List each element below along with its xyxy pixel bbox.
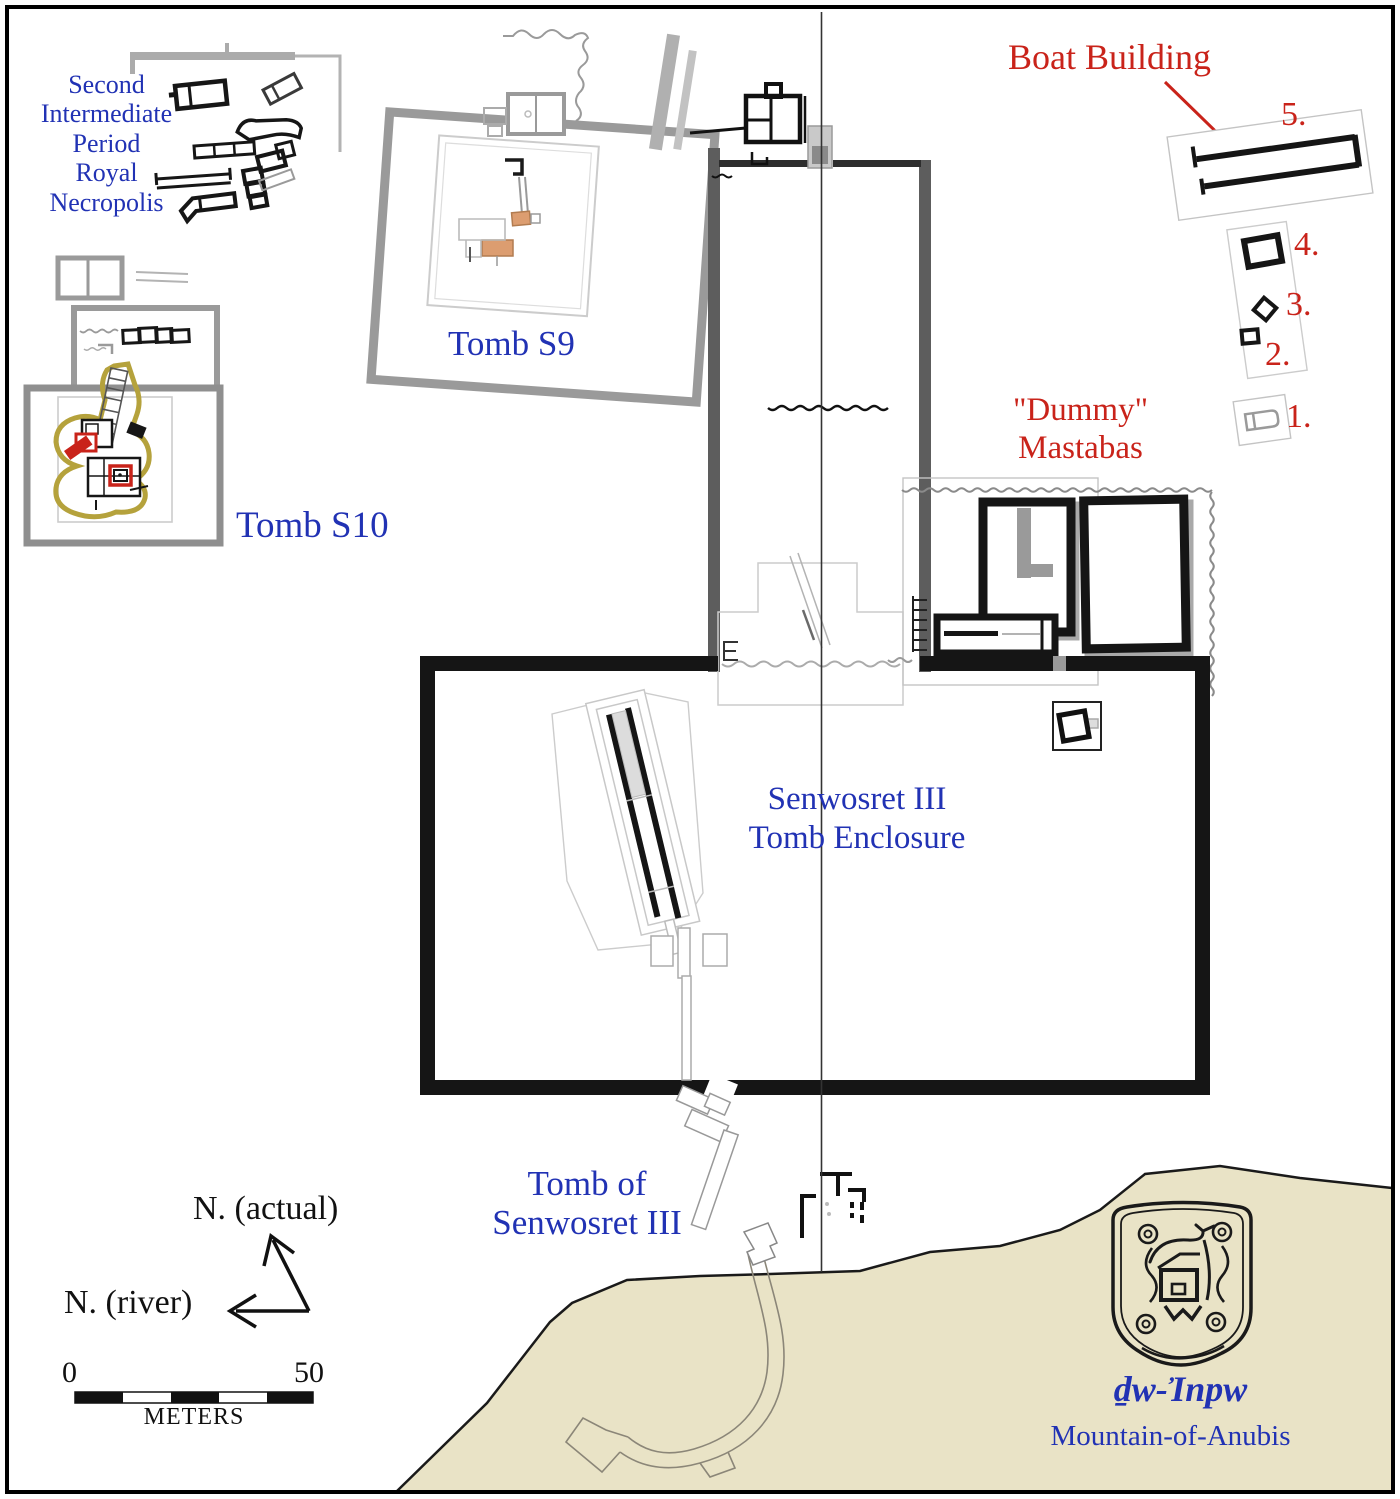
tomb-s10-label: Tomb S10 [236,505,389,546]
site-2 [1239,327,1261,346]
map-frame [5,5,1395,1494]
tomb-s9-substructure [458,158,541,266]
tomb-s10-enclosures [23,305,224,547]
junction-details [717,552,927,706]
dummy-mastaba-field [887,477,1215,697]
north-corridor [483,29,931,706]
buried-causeway [564,1249,785,1478]
tomb-of-senwosret-label: Tomb of Senwosret III [492,1164,682,1243]
site-number-2: 2. [1265,336,1291,373]
north-arrows [226,1233,311,1329]
tomb-substructure [551,688,778,1266]
river-north-arrowhead [226,1293,257,1329]
gray-building [483,92,566,137]
boat-building-structure [1166,108,1374,222]
boat-building-label: Boat Building [1008,37,1212,77]
site-4 [1240,231,1286,271]
site-number-3: 3. [1286,286,1312,323]
erosion-squiggle [503,29,590,122]
mastaba-west [978,497,1080,641]
site-number-5: 5. [1281,96,1307,133]
seal-translation-label: Mountain-of-Anubis [1050,1420,1291,1452]
valley-structure [800,1172,866,1238]
tomb-s9-label: Tomb S9 [448,324,575,363]
actual-north-arrowhead [262,1233,296,1267]
northeast-sites [1163,80,1374,447]
scale-end-label: 50 [294,1356,324,1389]
s10-olive-outline [53,361,152,520]
scale-bar [74,1391,314,1404]
small-gray-building [55,255,189,301]
site-number-1: 1. [1286,398,1312,435]
small-shrine [1052,701,1102,751]
tomb-s9-enclosure [366,107,720,407]
northwest-walls [55,43,342,301]
mid-corridor-wave [767,404,889,412]
site-number-4: 4. [1294,226,1320,263]
site-3 [1250,294,1280,324]
anubis-seal-emblem [1111,1200,1253,1367]
tomb-enclosure-label: Senwosret III Tomb Enclosure [748,781,966,856]
mastaba-east [1079,494,1194,657]
north-chapel [689,82,807,166]
sip-royal-tombs [154,71,304,225]
s10-substructure [64,367,149,510]
dummy-mastabas-label: "Dummy" Mastabas [1012,392,1149,466]
scale-unit-label: METERS [143,1404,245,1430]
main-enclosure-walls [420,656,1210,1110]
site-1 [1232,393,1292,447]
terrain [394,1164,1393,1494]
long-structure [933,613,1059,657]
seal-transliteration-label: ḏw-Ἰnpw [1113,1369,1248,1409]
necropolis-label: Second Intermediate Period Royal Necropo… [40,70,173,217]
north-actual-label: N. (actual) [193,1190,339,1227]
north-river-label: N. (river) [64,1284,193,1321]
scale-start-label: 0 [62,1356,77,1389]
